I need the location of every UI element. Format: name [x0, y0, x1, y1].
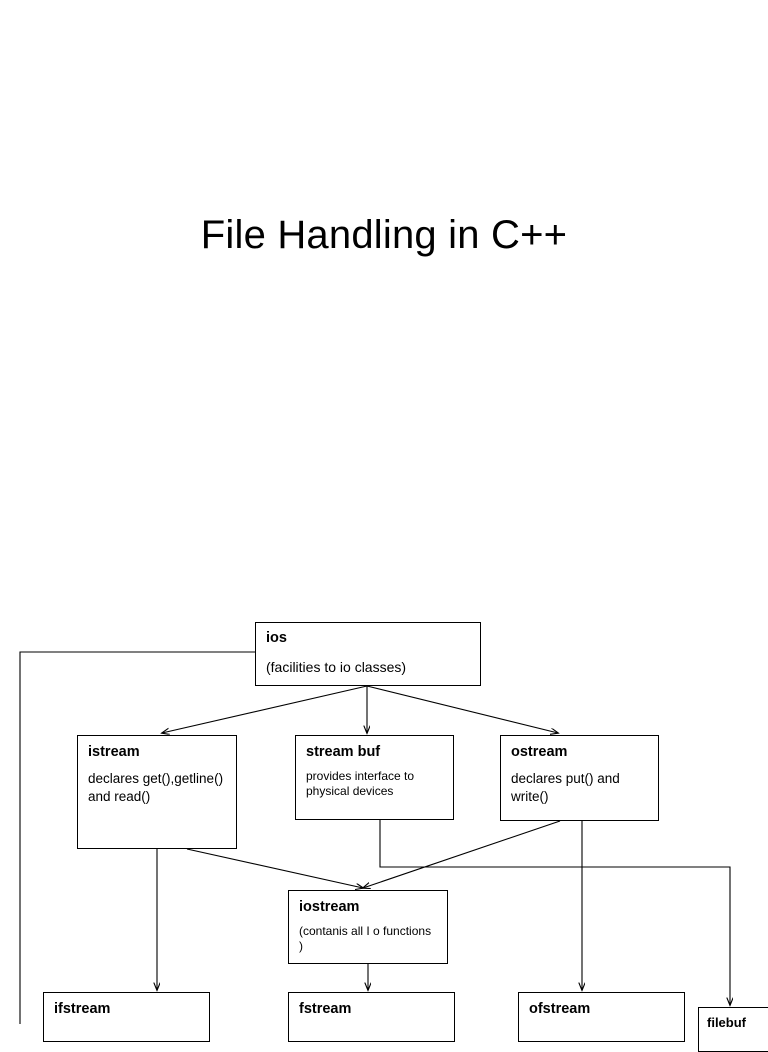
- edge-ostream-to-iostream: [363, 820, 561, 888]
- node-istream[interactable]: istream declares get(),getline() and rea…: [77, 735, 237, 849]
- node-ostream-desc: declares put() and write(): [511, 770, 620, 804]
- diagram-connectors: [19, 651, 768, 1024]
- edge-ios-to-istream: [162, 685, 368, 733]
- node-istream-title: istream: [88, 744, 140, 760]
- node-ifstream[interactable]: ifstream: [43, 992, 210, 1042]
- edge-streambuf-to-filebuf: [379, 820, 730, 1005]
- class-hierarchy-diagram: ios (facilities to io classes) istream d…: [19, 622, 768, 1052]
- node-ifstream-title: ifstream: [54, 1001, 111, 1017]
- node-iostream-title: iostream: [299, 899, 360, 915]
- node-ios-desc: (facilities to io classes): [266, 658, 407, 675]
- node-istream-desc: declares get(),getline() and read(): [88, 770, 224, 804]
- node-streambuf[interactable]: stream buf provides interface to physica…: [295, 735, 454, 820]
- node-iostream[interactable]: iostream (contanis all I o functions ): [288, 890, 448, 964]
- node-filebuf-title: filebuf: [707, 1015, 746, 1030]
- node-ofstream-title: ofstream: [529, 1001, 591, 1017]
- node-ios[interactable]: ios (facilities to io classes): [255, 622, 481, 686]
- edge-ios-to-ostream: [366, 685, 558, 733]
- node-ofstream[interactable]: ofstream: [518, 992, 685, 1042]
- node-fstream[interactable]: fstream: [288, 992, 455, 1042]
- node-fstream-title: fstream: [299, 1001, 352, 1017]
- node-ios-title: ios: [266, 630, 287, 646]
- node-filebuf[interactable]: filebuf: [698, 1007, 768, 1052]
- edge-ios-to-ifstream: [19, 651, 255, 1024]
- node-streambuf-desc: provides interface to physical devices: [306, 768, 415, 799]
- node-ostream-title: ostream: [511, 744, 568, 760]
- node-iostream-desc: (contanis all I o functions ): [299, 923, 432, 954]
- edge-istream-to-iostream: [186, 848, 363, 888]
- node-ostream[interactable]: ostream declares put() and write(): [500, 735, 659, 821]
- slide-canvas: File Handling in C++: [19, 213, 768, 1052]
- node-streambuf-title: stream buf: [306, 744, 381, 760]
- page-title: File Handling in C++: [200, 213, 568, 257]
